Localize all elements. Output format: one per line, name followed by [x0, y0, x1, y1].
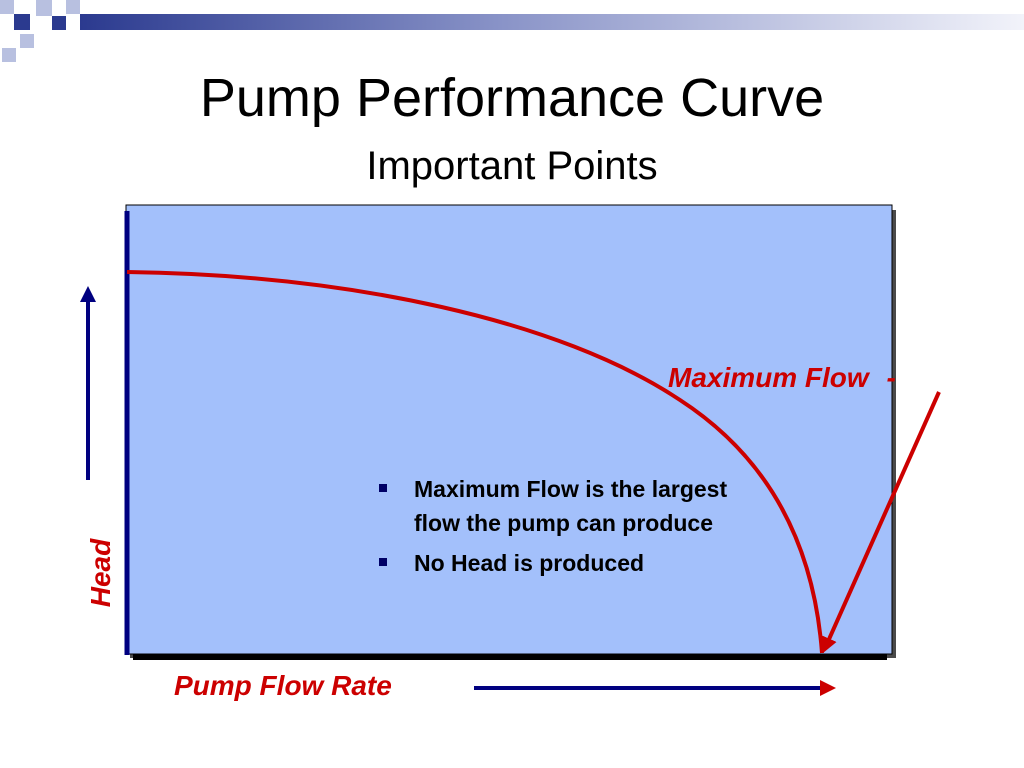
performance-curve	[126, 270, 824, 654]
maximum-flow-label: Maximum Flow -	[668, 362, 896, 394]
x-axis-label: Pump Flow Rate	[174, 670, 392, 701]
square-bullet-icon	[379, 558, 387, 566]
page-subtitle: Important Points	[366, 144, 658, 188]
bullet-list: Maximum Flow is the largest flow the pum…	[376, 472, 776, 586]
bullet-item: Maximum Flow is the largest flow the pum…	[376, 472, 776, 540]
bullet-text: No Head is produced	[414, 550, 645, 576]
title-band	[80, 14, 1024, 30]
callout-arrow	[821, 391, 941, 654]
page-title: Pump Performance Curve	[199, 68, 825, 128]
corner-decoration	[0, 0, 80, 62]
plot-area	[125, 204, 893, 655]
maximum-flow-text: Maximum Flow	[668, 362, 869, 393]
y-axis-label: Head	[85, 538, 116, 608]
maximum-flow-dash: -	[886, 362, 896, 393]
bullet-item: No Head is produced	[376, 546, 776, 580]
bullet-text: Maximum Flow is the largest flow the pum…	[414, 476, 728, 536]
square-bullet-icon	[379, 484, 387, 492]
